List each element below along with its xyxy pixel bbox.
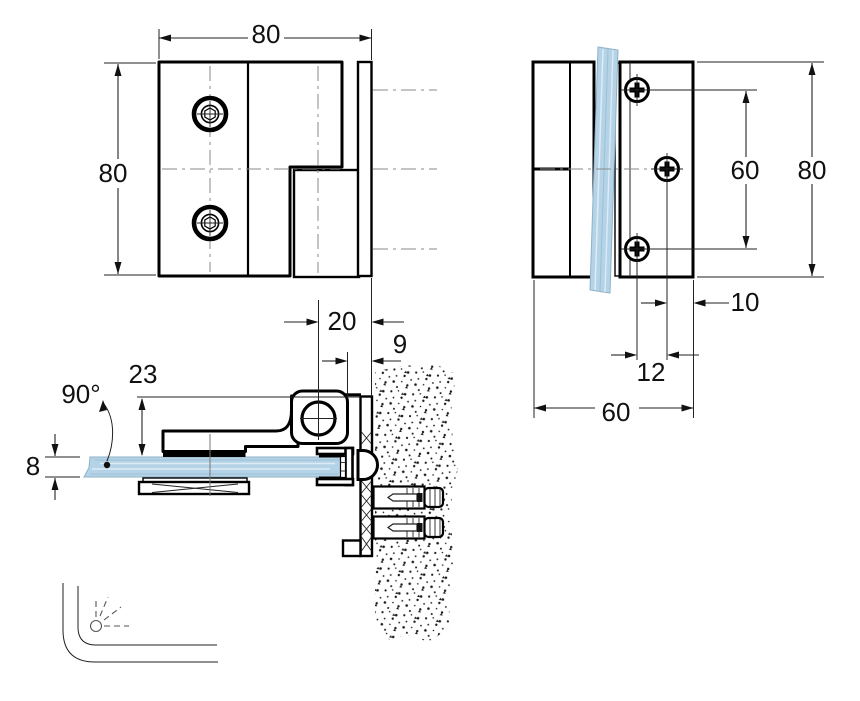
section-view: 20 9 23 8 [26, 278, 458, 642]
corner-detail [62, 583, 218, 663]
glass-panel-side [589, 46, 619, 294]
svg-text:9: 9 [393, 329, 407, 359]
svg-text:80: 80 [798, 155, 827, 185]
svg-text:90°: 90° [61, 379, 100, 409]
svg-text:60: 60 [602, 397, 631, 427]
dim-side-width: 60 [534, 397, 694, 427]
anchor-1 [372, 485, 445, 510]
drill-position-icon [89, 596, 129, 633]
dim-sec-pivot-wall: 20 [284, 306, 404, 336]
svg-text:8: 8 [26, 451, 40, 481]
dim-side-height: 80 [697, 61, 827, 278]
svg-text:60: 60 [731, 155, 760, 185]
dim-front-height: 80 [99, 62, 156, 276]
dim-sec-top-glass: 23 [129, 359, 158, 456]
gasket-top [163, 451, 246, 457]
anchor-2 [372, 515, 445, 540]
dim-sec-angle: 90° [61, 379, 114, 469]
dim-side-screw-edge: 10 [641, 287, 759, 317]
pin-dome [356, 449, 379, 481]
wall-plate-hatch [361, 431, 372, 552]
wall-plate-foot [341, 539, 362, 558]
glass-channel [315, 446, 355, 487]
dim-sec-wall-gap: 9 [322, 329, 407, 365]
dim-side-screw-spacing: 60 [651, 89, 760, 250]
svg-text:80: 80 [252, 19, 281, 49]
svg-text:10: 10 [731, 287, 760, 317]
hex-screw-top [191, 95, 229, 133]
centerlines-front [373, 89, 437, 250]
wall-plate-edge-front [356, 60, 373, 278]
svg-text:12: 12 [637, 357, 666, 387]
svg-text:23: 23 [129, 359, 158, 389]
dim-front-width: 80 [158, 19, 372, 60]
dim-side-screw-offset: 12 [611, 351, 699, 387]
dim-sec-glass-thk: 8 [26, 434, 80, 500]
front-view: 80 80 [99, 19, 437, 279]
glass-panel-section [83, 456, 344, 478]
phillips-screw-top [621, 74, 653, 106]
glass-corner-outer [62, 583, 218, 663]
hex-screw-bottom [191, 204, 229, 242]
rear-leaf-front [292, 168, 361, 279]
side-view: 60 80 10 12 [531, 46, 827, 427]
svg-text:20: 20 [328, 306, 357, 336]
hinge-arm-section [161, 394, 300, 453]
leader-dot [103, 461, 111, 469]
svg-text:80: 80 [99, 158, 128, 188]
glass-corner-inner [77, 586, 217, 646]
